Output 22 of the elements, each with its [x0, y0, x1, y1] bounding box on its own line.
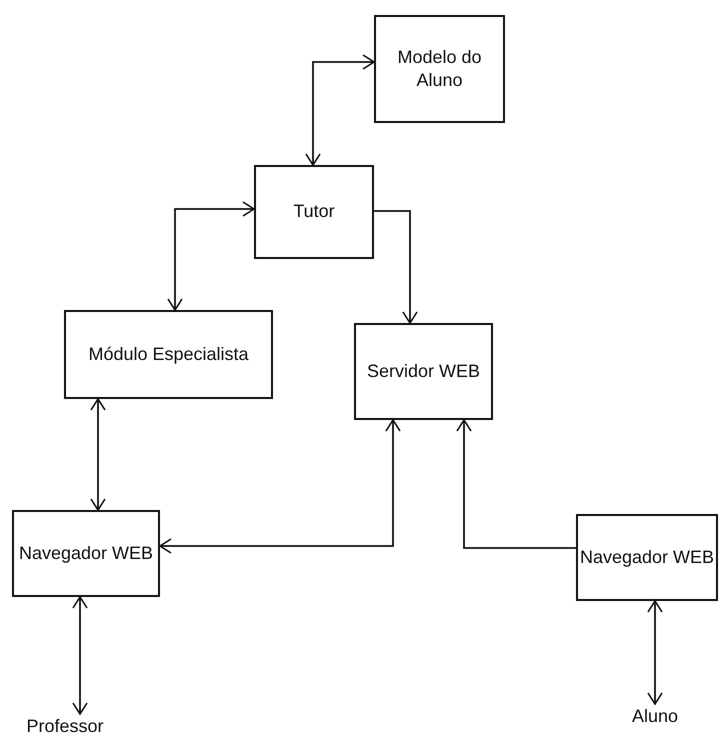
box-label: Modelo do Aluno [396, 46, 483, 92]
actor-label: Professor [26, 715, 104, 738]
box-label: Navegador WEB [18, 542, 154, 565]
connector-arrow [374, 210, 418, 324]
connector-arrow [72, 596, 88, 715]
process-box [576, 514, 718, 601]
connector-arrow [159, 419, 401, 554]
box-label: Módulo Especialista [88, 342, 249, 366]
connector-arrow [647, 600, 663, 705]
process-box [354, 323, 493, 420]
box-label: Navegador WEB [580, 546, 714, 569]
connector-arrow [90, 398, 106, 511]
actor-label: Aluno [632, 705, 678, 728]
process-box [12, 510, 160, 597]
box-label: Servidor WEB [366, 360, 480, 383]
box-label: Tutor [293, 200, 335, 224]
connector-arrow [456, 419, 576, 549]
process-box [254, 165, 374, 259]
process-box [64, 310, 273, 399]
connector-arrow [305, 54, 375, 166]
process-box [374, 15, 505, 123]
connector-arrow [167, 201, 255, 311]
